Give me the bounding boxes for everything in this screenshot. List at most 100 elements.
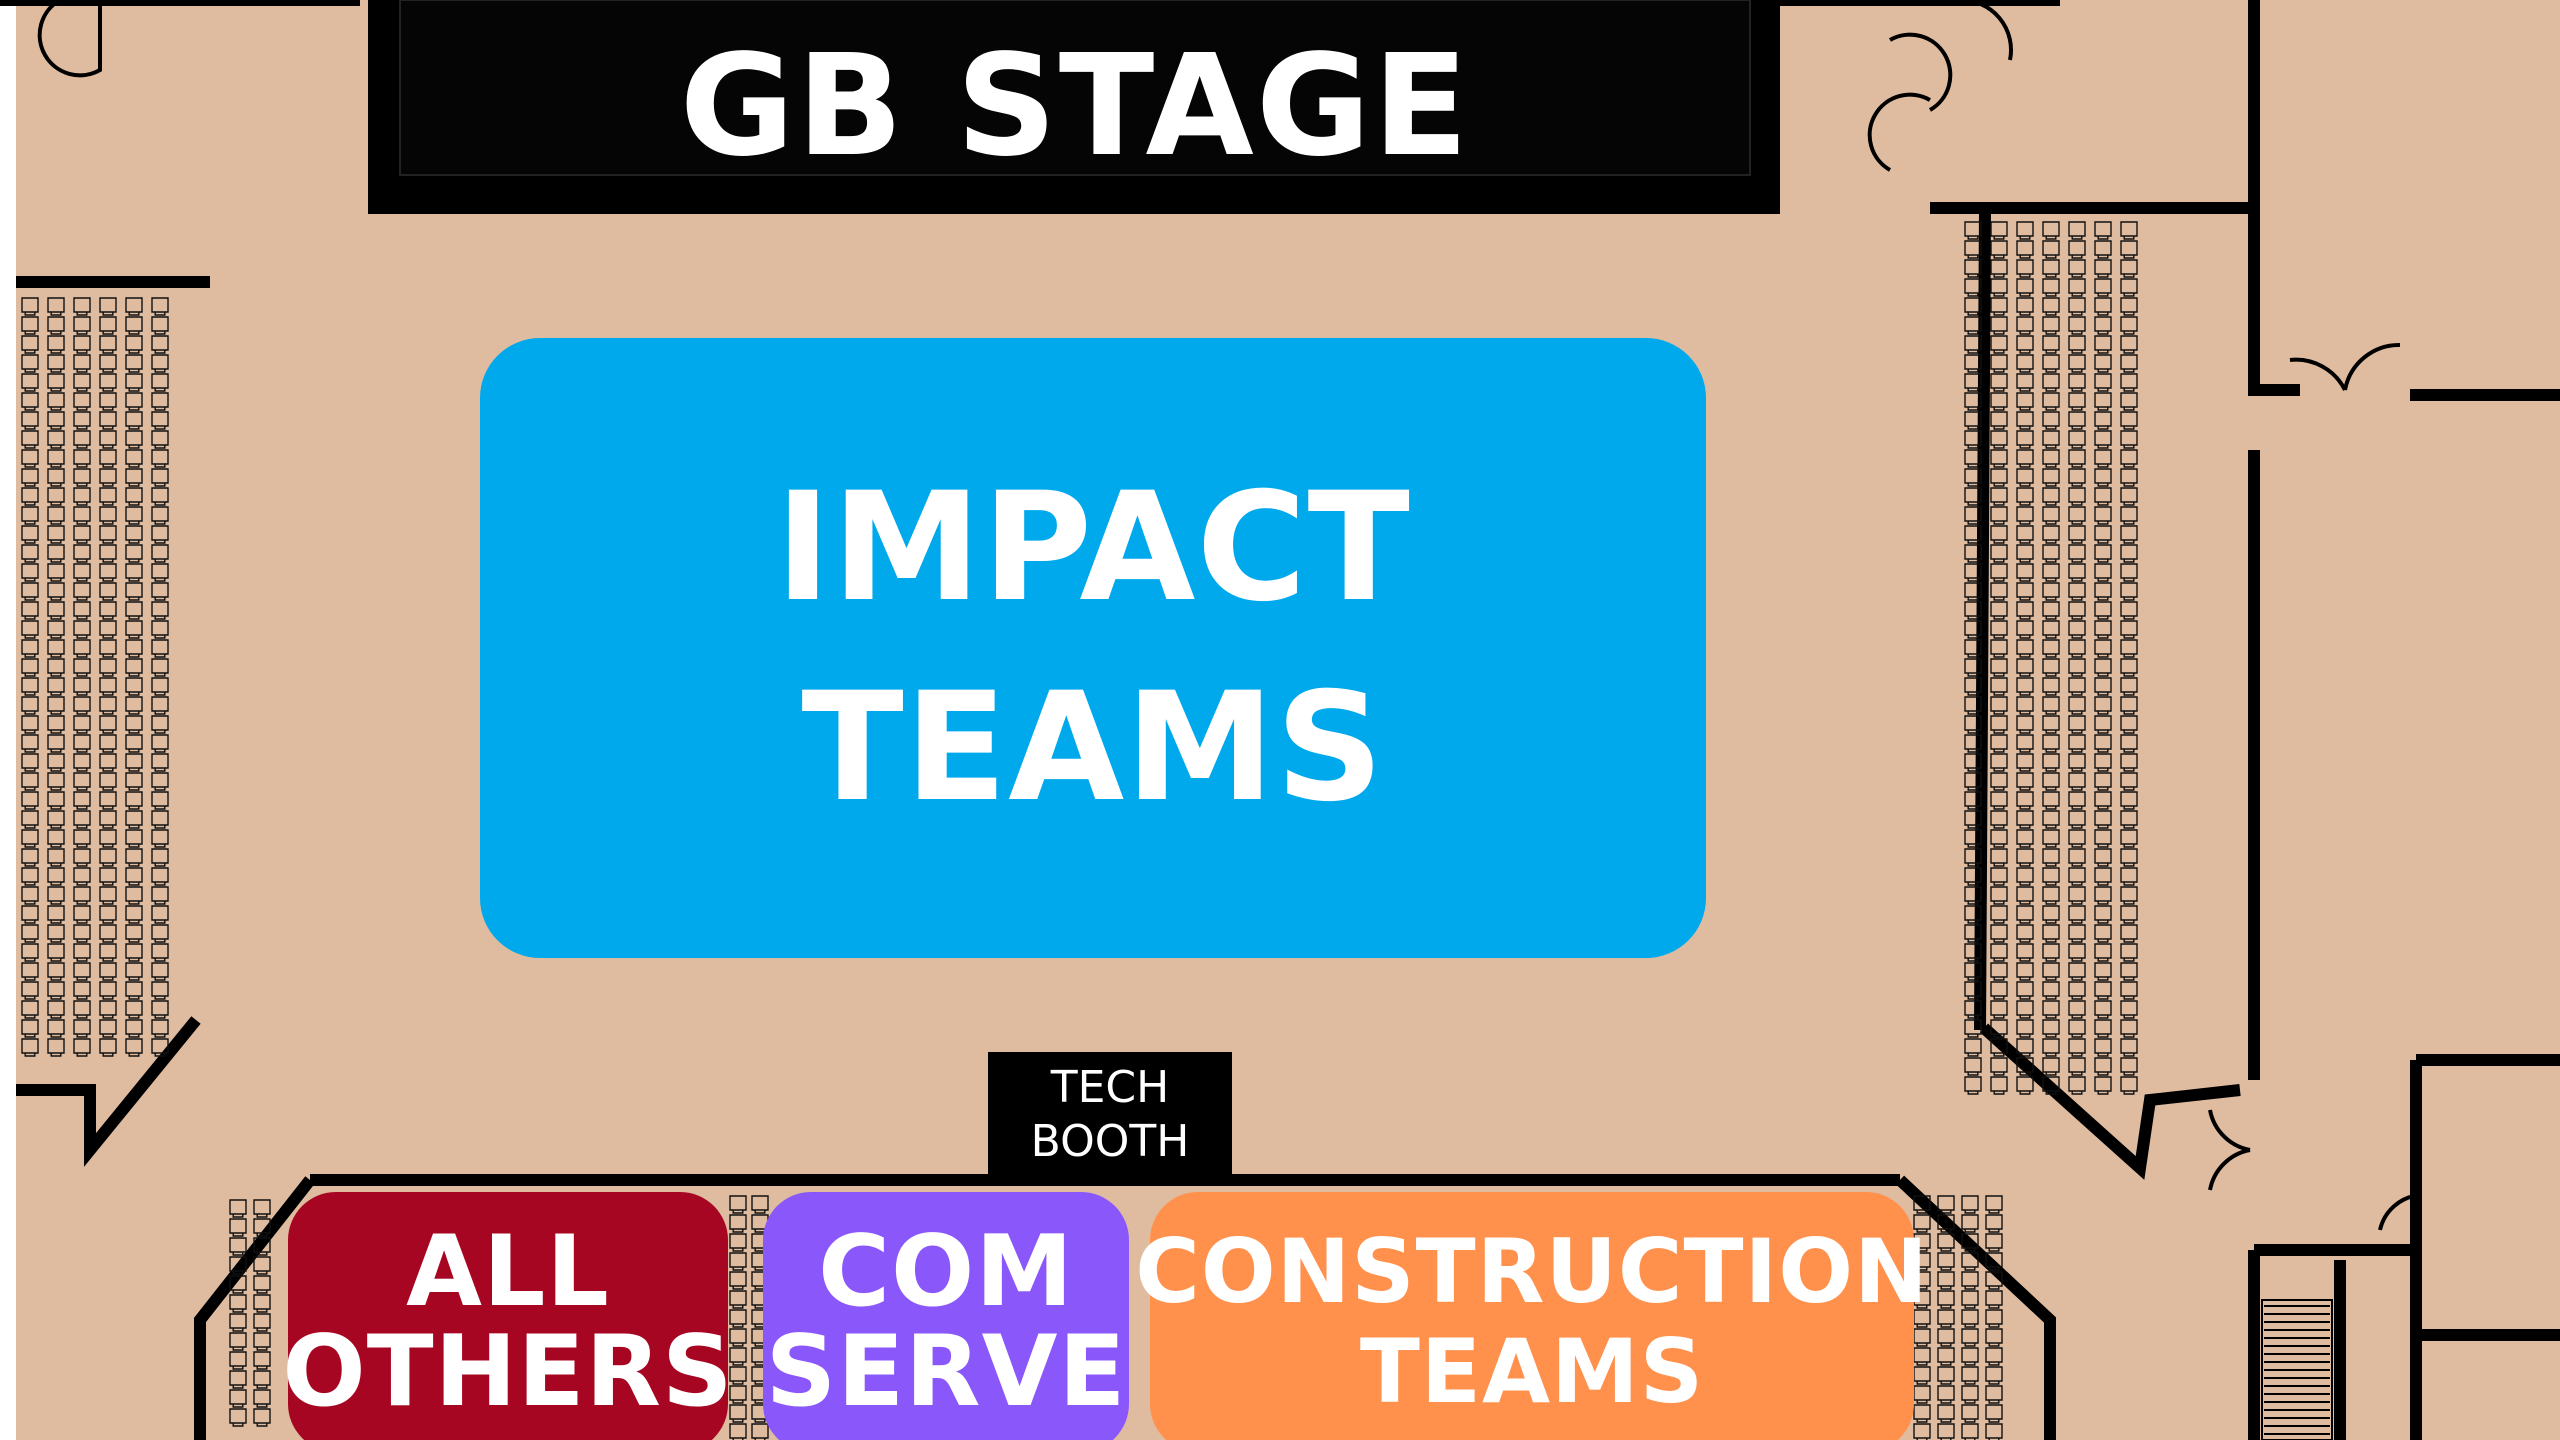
chair-icon xyxy=(151,810,169,829)
chair-icon xyxy=(2042,658,2060,677)
chair-icon xyxy=(2120,829,2138,848)
chair-icon xyxy=(1937,1328,1955,1347)
chair-icon xyxy=(73,1019,91,1038)
chair-icon xyxy=(21,1019,39,1038)
chair-icon xyxy=(2068,582,2086,601)
chair-icon xyxy=(21,962,39,981)
chair-icon xyxy=(2120,1038,2138,1057)
chair-icon xyxy=(2042,563,2060,582)
chair-icon xyxy=(229,1237,247,1256)
chair-icon xyxy=(73,753,91,772)
chair-icon xyxy=(2068,1038,2086,1057)
chair-icon xyxy=(99,1000,117,1019)
chair-icon xyxy=(2016,221,2034,240)
chair-icon xyxy=(2068,297,2086,316)
chair-icon xyxy=(2042,620,2060,639)
chair-icon xyxy=(2042,848,2060,867)
chair-icon xyxy=(125,924,143,943)
chair-icon xyxy=(21,620,39,639)
chair-icon xyxy=(729,1347,747,1366)
chair-icon xyxy=(253,1313,271,1332)
chair-icon xyxy=(99,487,117,506)
chair-icon xyxy=(99,620,117,639)
chair-icon xyxy=(99,316,117,335)
chair-icon xyxy=(47,297,65,316)
chair-icon xyxy=(1985,1404,2003,1423)
chair-icon xyxy=(2016,1019,2034,1038)
chair-icon xyxy=(47,316,65,335)
chair-icon xyxy=(47,392,65,411)
chair-icon xyxy=(2016,259,2034,278)
zone-com-serve[interactable]: COM SERVE xyxy=(763,1192,1129,1440)
chair-icon xyxy=(2094,1038,2112,1057)
chair-icon xyxy=(21,582,39,601)
chair-icon xyxy=(99,867,117,886)
chair-icon xyxy=(21,411,39,430)
chair-icon xyxy=(73,734,91,753)
chair-icon xyxy=(2094,772,2112,791)
chair-icon xyxy=(21,696,39,715)
chair-icon xyxy=(99,392,117,411)
chair-icon xyxy=(1913,1366,1931,1385)
chair-icon xyxy=(2094,924,2112,943)
chair-icon xyxy=(1990,886,2008,905)
chair-icon xyxy=(1961,1385,1979,1404)
chair-icon xyxy=(125,316,143,335)
chair-icon xyxy=(21,544,39,563)
chair-icon xyxy=(2016,829,2034,848)
chair-icon xyxy=(125,753,143,772)
chair-icon xyxy=(1985,1252,2003,1271)
chair-icon xyxy=(2120,886,2138,905)
chair-icon xyxy=(125,430,143,449)
chair-icon xyxy=(151,487,169,506)
chair-icon xyxy=(2016,658,2034,677)
chair-icon xyxy=(151,924,169,943)
chair-icon xyxy=(2068,259,2086,278)
chair-icon xyxy=(1937,1290,1955,1309)
chair-icon xyxy=(2016,544,2034,563)
chair-icon xyxy=(2094,1019,2112,1038)
chair-icon xyxy=(73,962,91,981)
chair-icon xyxy=(1964,1038,1982,1057)
chair-icon xyxy=(1990,601,2008,620)
chair-icon xyxy=(47,525,65,544)
zone-impact-teams[interactable]: IMPACT TEAMS xyxy=(480,338,1706,958)
chair-icon xyxy=(99,696,117,715)
chair-icon xyxy=(151,392,169,411)
chair-icon xyxy=(1964,506,1982,525)
chair-icon xyxy=(2068,696,2086,715)
chair-icon xyxy=(21,335,39,354)
zone-others-line-1: ALL xyxy=(406,1215,610,1329)
chair-icon xyxy=(47,582,65,601)
chair-icon xyxy=(2120,810,2138,829)
chair-icon xyxy=(1937,1271,1955,1290)
chair-icon xyxy=(2016,677,2034,696)
chair-icon xyxy=(1990,829,2008,848)
chair-icon xyxy=(2042,905,2060,924)
chair-icon xyxy=(73,886,91,905)
chair-icon xyxy=(99,582,117,601)
chair-icon xyxy=(2042,544,2060,563)
chair-icon xyxy=(1990,753,2008,772)
chair-icon xyxy=(125,373,143,392)
chair-icon xyxy=(1964,221,1982,240)
chair-icon xyxy=(1964,1057,1982,1076)
chair-icon xyxy=(125,582,143,601)
chair-icon xyxy=(151,848,169,867)
chair-icon xyxy=(229,1351,247,1370)
chair-icon xyxy=(2068,468,2086,487)
chair-icon xyxy=(1961,1195,1979,1214)
chair-icon xyxy=(99,981,117,1000)
chair-icon xyxy=(47,734,65,753)
chair-icon xyxy=(2120,924,2138,943)
chair-icon xyxy=(1937,1195,1955,1214)
chair-icon xyxy=(1985,1214,2003,1233)
chair-icon xyxy=(2094,278,2112,297)
chair-icon xyxy=(73,468,91,487)
chair-icon xyxy=(1990,316,2008,335)
chair-icon xyxy=(2094,392,2112,411)
zone-all-others[interactable]: ALL OTHERS xyxy=(282,1192,733,1440)
zone-construction-teams[interactable]: CONSTRUCTION TEAMS xyxy=(1135,1192,1928,1440)
chair-icon xyxy=(1990,905,2008,924)
chair-icon xyxy=(125,620,143,639)
